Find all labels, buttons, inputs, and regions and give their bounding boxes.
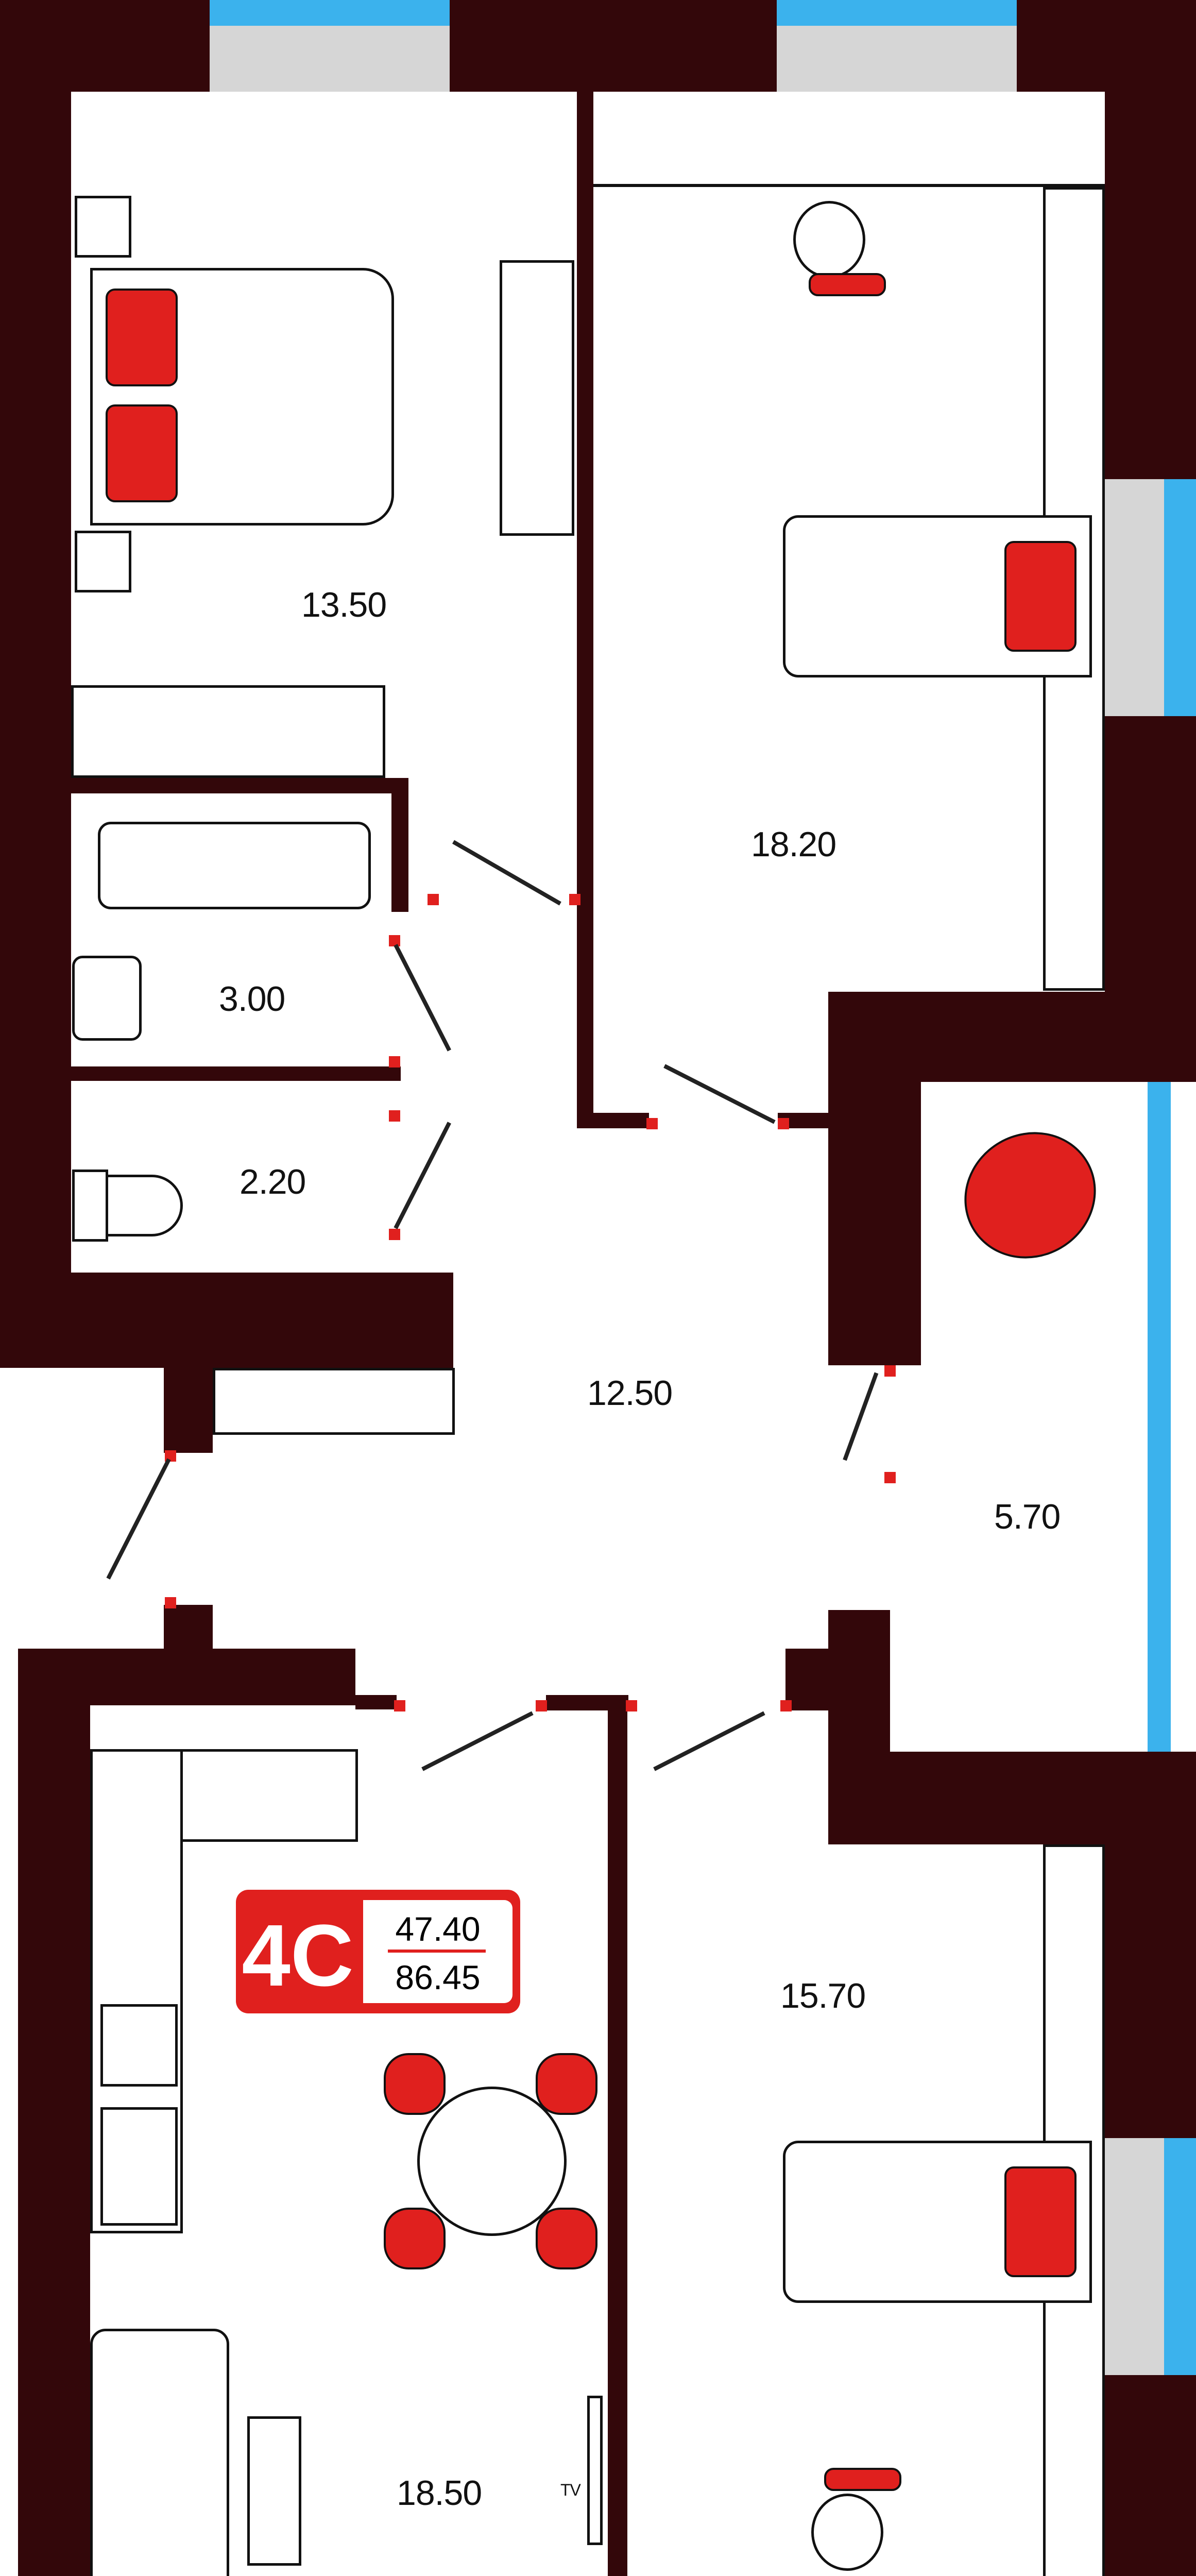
stove (100, 2004, 178, 2087)
wall-kitchen-bedroom3 (608, 1695, 627, 2576)
room-area-bedroom-2: 18.20 (751, 825, 836, 864)
wall-entry-lower (164, 1605, 213, 1651)
door-bedroom2[interactable] (663, 1064, 776, 1124)
chair-seat (809, 273, 886, 296)
living-area: 47.40 (395, 1910, 481, 1948)
wall-kitchen-top-stub (355, 1695, 397, 1709)
wall-core-top (828, 992, 1196, 1082)
room-area-bathroom: 3.00 (219, 979, 285, 1019)
door-hinge (389, 1110, 400, 1122)
door-hinge (389, 1229, 400, 1240)
wall-toilet-bottom (0, 1273, 453, 1368)
toilet-tank (72, 1170, 108, 1242)
wall-kitchen-bedroom3-top (546, 1695, 628, 1710)
window-right-lower (1164, 2138, 1196, 2375)
sofa (90, 2329, 229, 2576)
wall-balcony-bottom (828, 1610, 890, 1754)
door-hinge (780, 1700, 792, 1711)
wall-bath-right (391, 778, 408, 912)
armchair (941, 1108, 1119, 1282)
wall-entry-pillar (164, 1360, 213, 1453)
tv-mark: TV (560, 2481, 581, 2499)
window-sill-top-right (777, 26, 1017, 92)
coffee-table (247, 2416, 301, 2566)
door-bathroom[interactable] (394, 944, 451, 1052)
pillow (1004, 541, 1077, 652)
tv-stand (587, 2396, 603, 2545)
pillow (1004, 2166, 1077, 2277)
door-hinge (778, 1118, 789, 1129)
room-area-toilet: 2.20 (240, 1162, 306, 1201)
wall-bedroom2-bottom-stub (577, 1113, 649, 1128)
window-top-right (777, 0, 1017, 26)
apartment-badge: 4C 47.40 86.45 (236, 1890, 520, 2013)
wall-left-upper (0, 0, 71, 1368)
wall-left-lower (18, 1649, 90, 2576)
room-area-bedroom-3: 15.70 (780, 1976, 866, 2015)
window-sill-right-lower (1105, 2138, 1164, 2375)
door-hinge (646, 1118, 658, 1129)
chair-seat (824, 2468, 901, 2491)
wardrobe (71, 685, 385, 778)
bathtub (98, 822, 371, 909)
door-hinge (884, 1365, 896, 1377)
door-hinge (389, 935, 400, 946)
room-area-kitchen-living: 18.50 (397, 2473, 482, 2513)
room-area-hall: 12.50 (587, 1374, 673, 1413)
window-top-left (210, 0, 450, 26)
bed-double (90, 268, 394, 526)
door-entrance[interactable] (106, 1458, 171, 1580)
nightstand (75, 531, 131, 592)
door-toilet[interactable] (394, 1122, 451, 1229)
shelf-top (593, 92, 1105, 187)
hall-closet (213, 1368, 455, 1435)
chair (811, 2494, 883, 2571)
door-balcony[interactable] (843, 1372, 879, 1461)
chair (793, 201, 865, 278)
nightstand (75, 196, 131, 258)
door-hinge (394, 1700, 405, 1711)
door-hinge (884, 1472, 896, 1483)
dining-chair (384, 2053, 446, 2115)
wall-kitchen-top (18, 1649, 355, 1705)
window-balcony (1148, 1082, 1171, 1752)
total-area: 86.45 (395, 1958, 481, 1996)
door-hinge (569, 894, 580, 905)
area-box: 47.40 86.45 (363, 1900, 512, 2003)
wall-bedrooms-divider (577, 92, 593, 1127)
window-right-upper (1164, 479, 1196, 716)
room-area-bedroom-1: 13.50 (301, 585, 387, 624)
washing-machine (100, 2107, 178, 2226)
window-sill-top-left (210, 26, 450, 92)
desk (500, 260, 574, 536)
toilet-bowl (100, 1175, 183, 1236)
door-hinge (165, 1597, 176, 1608)
wall-bath-block (71, 778, 408, 793)
apartment-type: 4C (242, 1907, 354, 2005)
dining-chair (384, 2208, 446, 2269)
pillow (106, 404, 178, 502)
sink (72, 956, 142, 1041)
room-area-balcony: 5.70 (994, 1497, 1061, 1536)
door-hinge (428, 894, 439, 905)
wall-bedroom3-top (828, 1752, 1196, 1844)
door-bedroom1[interactable] (452, 840, 561, 906)
door-hinge (626, 1700, 637, 1711)
door-bedroom3[interactable] (653, 1711, 765, 1771)
dining-chair (536, 2208, 597, 2269)
dining-chair (536, 2053, 597, 2115)
door-hinge (536, 1700, 547, 1711)
window-sill-right-upper (1105, 479, 1164, 716)
door-hinge (389, 1056, 400, 1067)
dining-table (417, 2087, 567, 2236)
area-separator (388, 1950, 486, 1953)
wall-bath-toilet (71, 1066, 401, 1081)
pillow (106, 289, 178, 386)
wall-bedroom3-stub (785, 1649, 832, 1710)
door-kitchen[interactable] (421, 1711, 534, 1771)
